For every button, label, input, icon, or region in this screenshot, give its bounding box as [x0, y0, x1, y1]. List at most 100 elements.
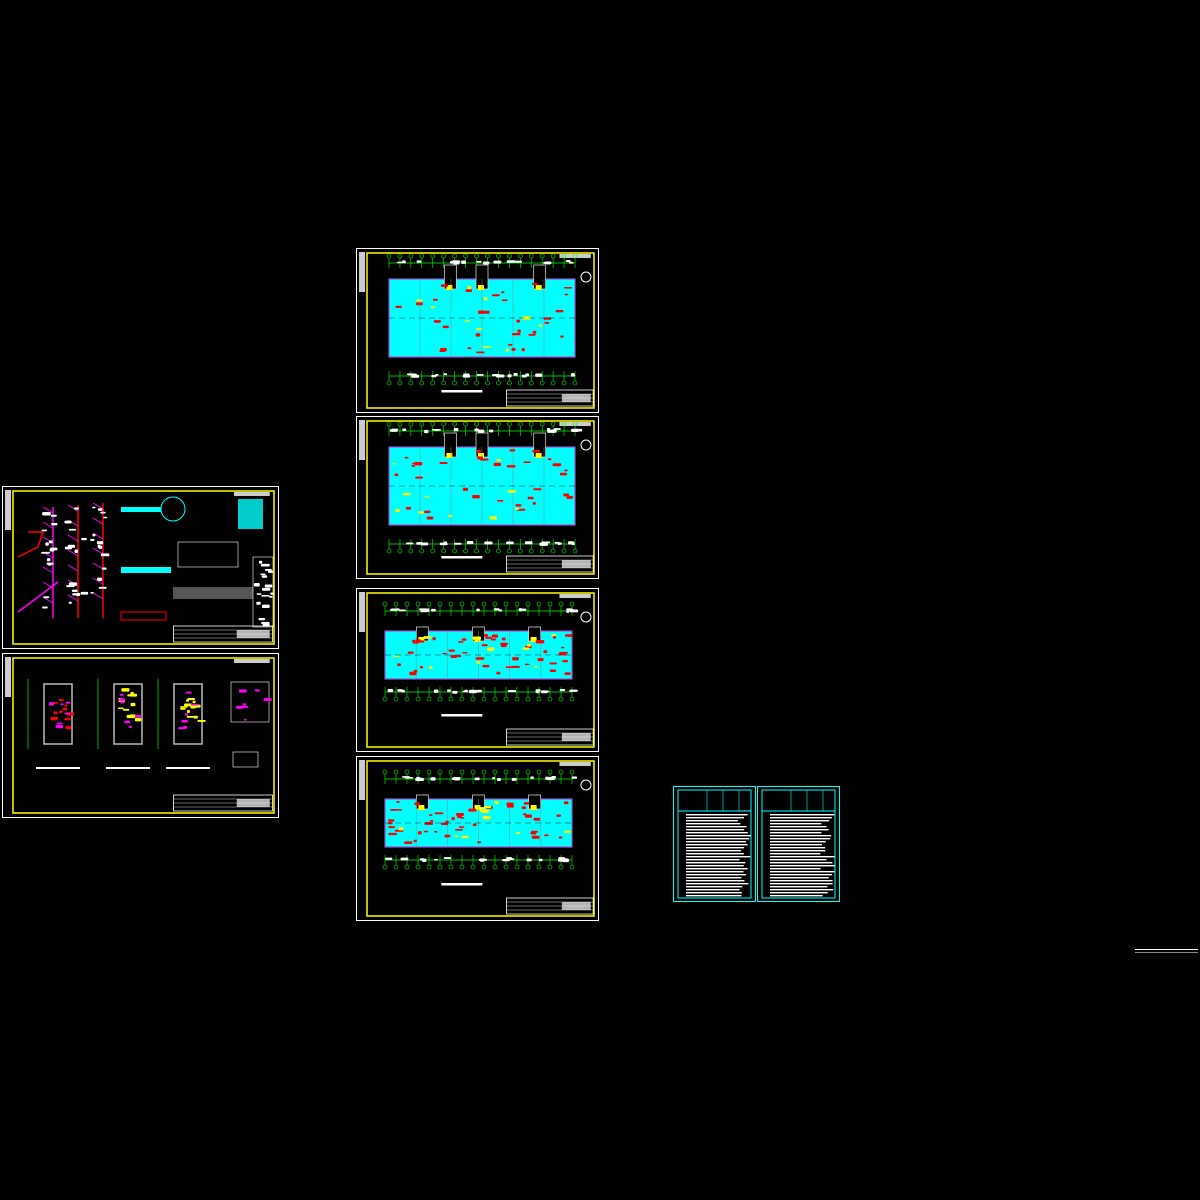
- note-line: [770, 847, 826, 849]
- fixture-symbol: [551, 634, 557, 637]
- fixture-symbol: [55, 724, 64, 729]
- fixture-symbol: [462, 690, 469, 693]
- inner-frame: [366, 420, 595, 575]
- note-line: [770, 826, 827, 828]
- axis-bubble: [452, 253, 457, 259]
- fixture-symbol: [390, 608, 400, 610]
- axis-bubble: [404, 864, 410, 870]
- fixture-symbol: [453, 428, 459, 432]
- branch-pipe: [67, 534, 79, 542]
- note-line: [770, 880, 833, 882]
- fixture-symbol: [186, 709, 190, 714]
- fixture-symbol: [417, 831, 422, 835]
- fixture-symbol: [482, 664, 490, 668]
- sheet-notes-2[interactable]: [757, 786, 840, 902]
- fixture-symbol: [100, 553, 110, 557]
- fixture-symbol: [523, 461, 531, 463]
- fixture-symbol: [388, 832, 397, 836]
- note-line: [686, 892, 742, 894]
- fixture-symbol: [511, 665, 520, 668]
- fixture-symbol: [43, 596, 50, 599]
- axis-bubble: [517, 380, 523, 386]
- fixture-symbol: [527, 496, 534, 500]
- fixture-symbol: [480, 809, 490, 813]
- axis-bubble: [485, 253, 490, 259]
- fixture-symbol: [533, 817, 541, 821]
- fixture-symbol: [402, 492, 412, 496]
- fixture-symbol: [45, 542, 49, 546]
- note-line: [770, 844, 823, 846]
- fixture-symbol: [506, 465, 516, 468]
- branch-pipe: [67, 549, 79, 557]
- inner-frame: [366, 252, 595, 409]
- axis-bubble: [408, 548, 414, 554]
- axis-bubble: [536, 769, 542, 775]
- fixture-symbol: [472, 636, 482, 640]
- fixture-symbol: [545, 690, 550, 693]
- fixture-symbol: [431, 608, 436, 612]
- title-block-text: [561, 733, 591, 741]
- fixture-symbol: [120, 701, 124, 704]
- sheet-system-diagrams[interactable]: [2, 486, 279, 649]
- fixture-symbol: [98, 545, 103, 549]
- fixture-symbol: [395, 305, 402, 308]
- fixture-symbol: [526, 858, 532, 862]
- fixture-symbol: [566, 609, 570, 613]
- sheet-notes-1[interactable]: [673, 786, 756, 902]
- axis-bubble: [481, 601, 487, 607]
- sheet-drawing: [359, 420, 595, 575]
- fixture-symbol: [472, 495, 480, 499]
- fixture-symbol: [458, 826, 465, 828]
- note-line: [770, 850, 826, 852]
- sheet-floor-plan-4[interactable]: [356, 756, 599, 921]
- fixture-symbol: [547, 428, 551, 432]
- fixture-symbol: [570, 374, 576, 377]
- fixture-symbol: [42, 512, 51, 516]
- fixture-symbol: [439, 542, 448, 546]
- fixture-symbol: [42, 606, 48, 609]
- inner-frame: [12, 657, 275, 814]
- note-line: [770, 817, 832, 819]
- binding-strip: [5, 657, 11, 697]
- axis-bubble: [452, 421, 457, 427]
- fixture-symbol: [569, 609, 579, 613]
- axis-bubble: [507, 253, 512, 259]
- sheet-number: [559, 762, 591, 766]
- branch-pipe: [42, 566, 54, 574]
- fixture-symbol: [505, 666, 514, 669]
- axis-bubble: [492, 769, 498, 775]
- axis-bubble: [437, 864, 443, 870]
- fixture-symbol: [430, 306, 435, 309]
- fixture-symbol: [531, 282, 538, 285]
- fixture-symbol: [180, 706, 188, 708]
- axis-bubble: [386, 380, 392, 386]
- axis-bubble: [419, 380, 425, 386]
- fixture-symbol: [558, 542, 562, 545]
- axis-bubble: [539, 380, 545, 386]
- fixture-symbol: [48, 540, 53, 544]
- fixture-symbol: [477, 841, 482, 844]
- axis-bubble: [430, 548, 436, 554]
- detail-box: [232, 751, 259, 768]
- drawing-title: [441, 390, 483, 393]
- fixture-symbol: [103, 516, 108, 519]
- fixture-symbol: [467, 285, 472, 290]
- sheet-floor-plan-3[interactable]: [356, 588, 599, 752]
- fixture-symbol: [532, 330, 537, 334]
- binding-strip: [359, 592, 365, 632]
- axis-bubble: [558, 864, 564, 870]
- fixture-symbol: [50, 716, 58, 721]
- sheet-floor-plan-1[interactable]: [356, 248, 599, 413]
- sheet-floor-plan-2[interactable]: [356, 416, 599, 579]
- note-line: [686, 814, 748, 816]
- sheet-bathroom-details[interactable]: [2, 653, 279, 818]
- fixture-symbol: [62, 707, 68, 711]
- fixture-symbol: [507, 374, 512, 378]
- fixture-symbol: [475, 328, 482, 331]
- sheet-number: [559, 594, 591, 598]
- axis-bubble: [547, 769, 553, 775]
- axis-bubble: [550, 421, 556, 427]
- fixture-symbol: [261, 594, 270, 597]
- stair-symbol: [535, 453, 542, 458]
